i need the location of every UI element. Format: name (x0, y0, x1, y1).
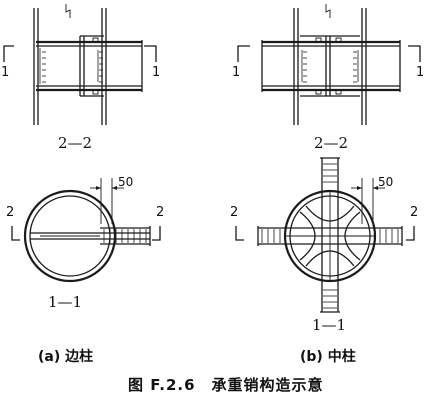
right-cut-1-right-label: 1 (416, 65, 425, 80)
right-subcaption: (b) 中柱 (300, 349, 356, 365)
right-section-1-1-label: 1—1 (312, 316, 347, 334)
left-section-1-1-label: 1—1 (48, 293, 83, 311)
right-cut-1-left-label: 1 (232, 65, 241, 80)
left-section-2-2-label: 2—2 (58, 134, 93, 152)
left-elevation (3, 4, 157, 125)
right-cut-2-right-label: 2 (410, 205, 419, 220)
figure-caption: 图 F.2.6 承重销构造示意 (128, 376, 324, 394)
right-plan (235, 157, 415, 313)
left-cut-2-right-label: 2 (156, 205, 165, 220)
left-subcaption: (a) 边柱 (38, 349, 94, 365)
left-dimension-label: 50 (118, 175, 134, 189)
left-cut-1-right-label: 1 (152, 65, 161, 80)
left-cut-1-left-label: 1 (1, 65, 10, 80)
right-dimension-label: 50 (378, 175, 394, 189)
right-cut-2-left-label: 2 (230, 205, 239, 220)
right-section-2-2-label: 2—2 (314, 134, 349, 152)
left-cut-2-left-label: 2 (6, 205, 15, 220)
right-elevation (237, 4, 421, 125)
left-plan (11, 178, 161, 283)
